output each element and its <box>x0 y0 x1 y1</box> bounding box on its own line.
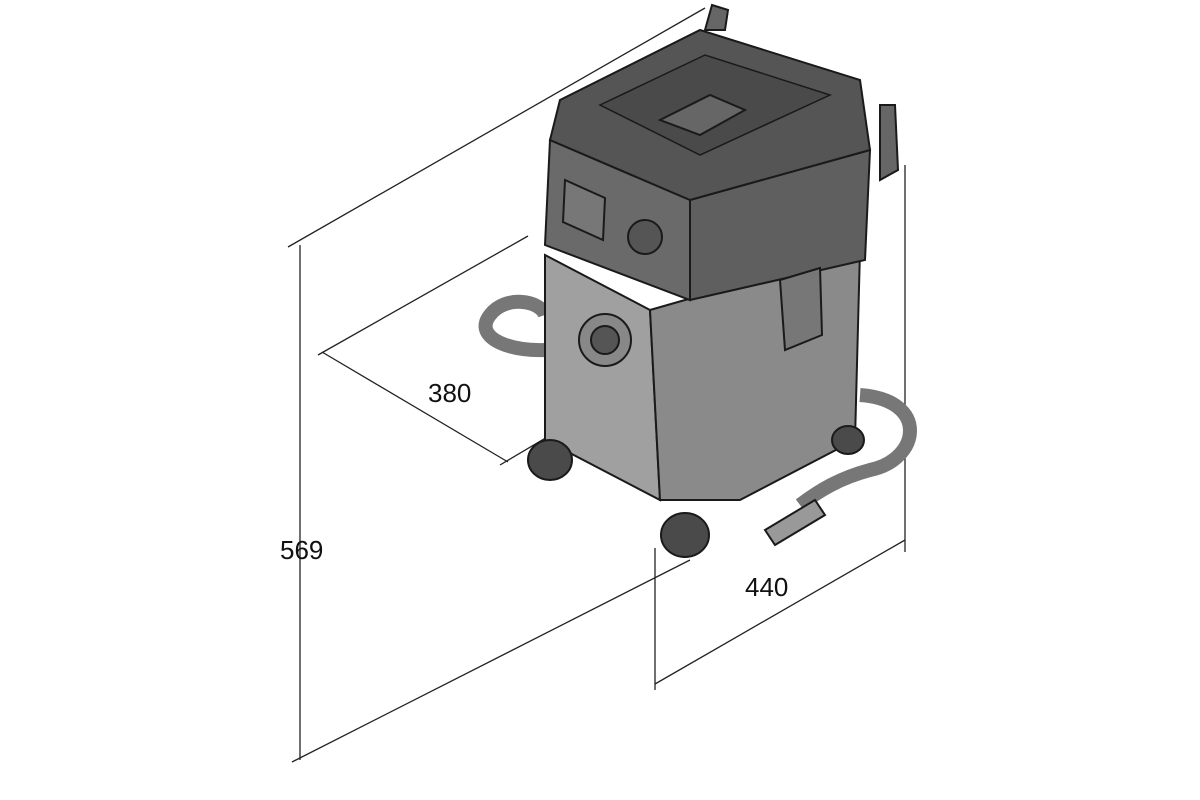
depth-dimension-label: 380 <box>428 378 472 408</box>
depth-dimension-line <box>321 351 509 463</box>
wheel-icon <box>527 439 573 481</box>
depth-extension-back <box>317 235 529 356</box>
wheel-icon <box>660 512 710 558</box>
hose-icon <box>478 294 587 358</box>
height-dimension-label: 569 <box>280 535 324 565</box>
width-dimension-label: 440 <box>745 572 789 602</box>
height-extension-bottom <box>291 559 691 763</box>
vacuum-body <box>478 3 917 558</box>
height-extension-top <box>287 7 706 248</box>
wheel-icon <box>831 425 865 455</box>
width-dimension-line <box>654 539 906 685</box>
